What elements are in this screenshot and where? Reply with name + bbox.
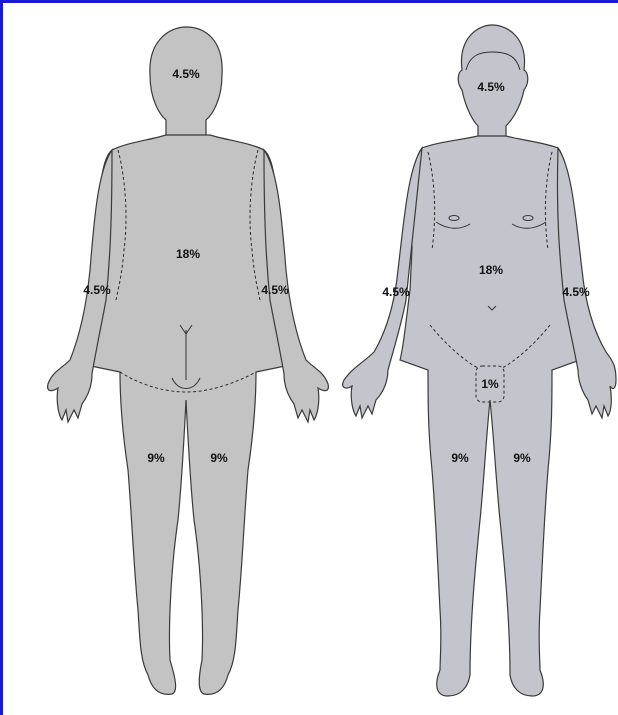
back-head-label: 4.5% bbox=[172, 67, 200, 81]
back-torso bbox=[86, 135, 290, 694]
front-left-arm-label: 4.5% bbox=[382, 285, 410, 299]
front-right-leg-label: 9% bbox=[513, 451, 531, 465]
back-left-arm-label: 4.5% bbox=[83, 283, 111, 297]
front-left-leg-label: 9% bbox=[451, 451, 469, 465]
back-head bbox=[150, 27, 222, 138]
back-right-arm-label: 4.5% bbox=[261, 283, 289, 297]
front-trunk-label: 18% bbox=[479, 263, 503, 277]
front-right-arm bbox=[557, 148, 616, 418]
front-head-label: 4.5% bbox=[477, 80, 505, 94]
front-figure bbox=[343, 25, 616, 696]
back-right-leg-label: 9% bbox=[210, 451, 228, 465]
back-left-leg-label: 9% bbox=[147, 451, 165, 465]
back-figure bbox=[48, 27, 329, 694]
front-genitals-label: 1% bbox=[481, 377, 499, 391]
front-torso bbox=[400, 136, 580, 696]
back-trunk-label: 18% bbox=[176, 247, 200, 261]
front-right-arm-label: 4.5% bbox=[562, 285, 590, 299]
